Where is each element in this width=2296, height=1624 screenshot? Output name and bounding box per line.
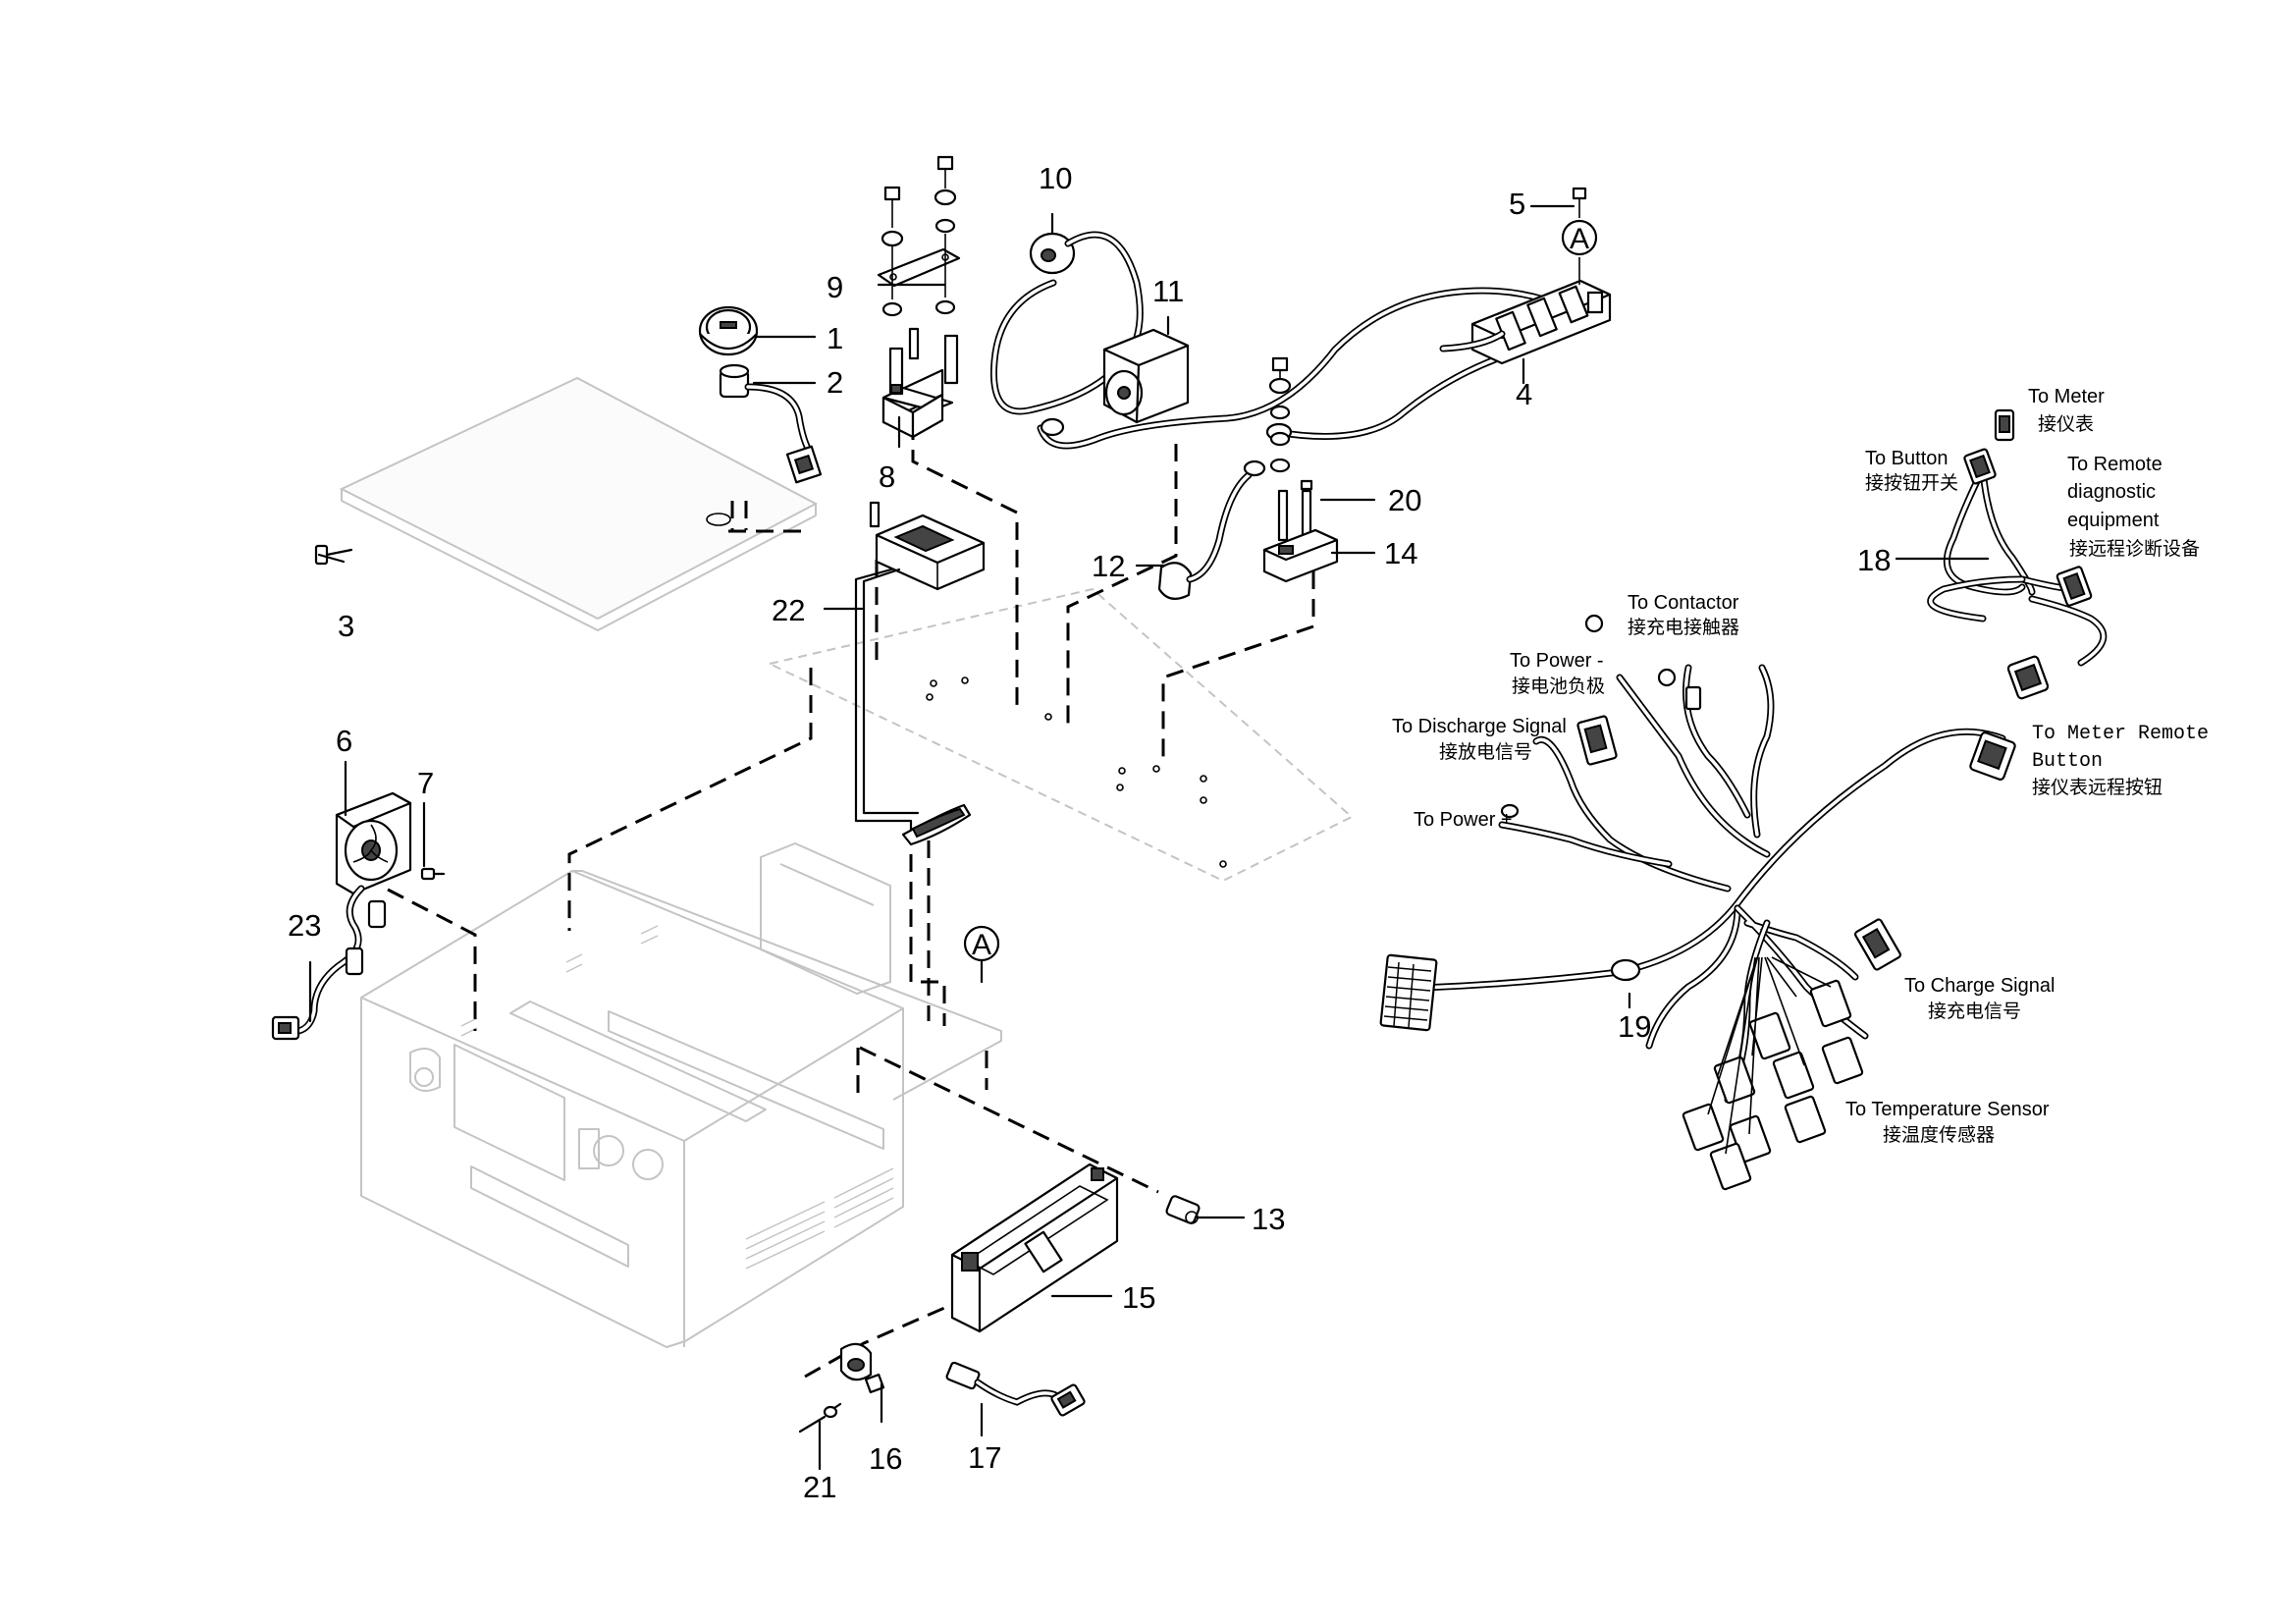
part-number-19: 19 (1618, 1009, 1651, 1044)
label-to-contactor-cn: 接充电接触器 (1628, 617, 1739, 638)
label-to-discharge: To Discharge Signal (1392, 716, 1567, 737)
reference-mark-upper: A (1561, 219, 1598, 256)
cable-ring-10 (989, 231, 1144, 415)
label-to-meter-cn: 接仪表 (2038, 413, 2094, 435)
part-number-4: 4 (1516, 377, 1532, 411)
label-to-power-neg: To Power - (1510, 650, 1604, 672)
part-number-12: 12 (1092, 549, 1125, 583)
signal-harness (945, 1361, 1086, 1417)
assembly-dashed-lines (387, 422, 1315, 1379)
terminal-block (881, 334, 959, 439)
part-number-15: 15 (1122, 1280, 1155, 1315)
fan-harness (271, 885, 387, 1041)
label-to-meter-remote-cn: 接仪表远程按钮 (2032, 777, 2163, 798)
connector-13 (1165, 1195, 1201, 1224)
label-to-contactor: To Contactor (1628, 592, 1739, 614)
part-number-20: 20 (1388, 483, 1421, 517)
part-number-13: 13 (1252, 1202, 1285, 1236)
part-numbers: 1 2 3 4 5 6 7 8 9 10 11 12 13 14 15 16 1… (288, 161, 1891, 1504)
part-number-23: 23 (288, 908, 321, 943)
nuts-washers (881, 155, 957, 360)
label-to-power-neg-cn: 接电池负极 (1512, 676, 1605, 697)
meter-connector-harness (706, 363, 823, 526)
label-to-meter: To Meter (2028, 386, 2105, 407)
part-number-18: 18 (1857, 543, 1891, 577)
part-number-3: 3 (338, 609, 354, 643)
label-to-temperature-cn: 接温度传感器 (1883, 1124, 1995, 1146)
label-to-temperature: To Temperature Sensor (1845, 1099, 2050, 1120)
part-number-22: 22 (772, 593, 805, 627)
part-number-16: 16 (869, 1441, 902, 1476)
meter-wire-harness (1927, 408, 2108, 700)
ghost-battery-box (360, 842, 1002, 1348)
hour-meter-gauge (698, 305, 759, 356)
ghost-cover-plate (339, 376, 819, 631)
label-to-charge: To Charge Signal (1904, 975, 2055, 997)
label-to-meter-remote-1: To Meter Remote (2032, 723, 2209, 745)
part-number-2: 2 (827, 365, 843, 400)
part-number-17: 17 (968, 1440, 1001, 1475)
part-number-10: 10 (1039, 161, 1072, 195)
label-to-remote-2: diagnostic (2067, 481, 2156, 503)
charger-module (950, 1163, 1119, 1333)
part-number-21: 21 (803, 1470, 836, 1504)
part-number-9: 9 (827, 270, 843, 304)
label-to-power-pos: To Power + (1414, 809, 1513, 831)
part-number-11: 11 (1152, 274, 1184, 308)
contactor (1037, 287, 1594, 450)
main-wire-harness (1379, 614, 2016, 1191)
ghost-mounting-plate (769, 588, 1353, 882)
part-number-1: 1 (827, 321, 843, 355)
cable-12-and-block-14 (1157, 356, 1339, 600)
part-number-6: 6 (336, 724, 352, 758)
hall-sensor (839, 1342, 885, 1394)
temp-connectors (1682, 956, 1864, 1191)
part-number-14: 14 (1384, 536, 1417, 570)
callout-labels: To Meter 接仪表 To Button 接按钮开关 To Remote d… (1392, 386, 2209, 1146)
part-number-8: 8 (879, 460, 895, 494)
fuse-holder (1439, 279, 1612, 365)
label-to-meter-remote-2: Button (2032, 750, 2103, 773)
label-to-charge-cn: 接充电信号 (1928, 1001, 2021, 1022)
label-to-remote-3: equipment (2067, 510, 2160, 531)
svg-text:A: A (972, 929, 991, 961)
leader-lines (308, 204, 1990, 1471)
label-to-discharge-cn: 接放电信号 (1439, 741, 1532, 763)
label-to-remote-1: To Remote (2067, 454, 2163, 475)
part-number-5: 5 (1509, 187, 1525, 221)
label-to-button: To Button (1865, 448, 1949, 469)
screw-5 (1572, 187, 1587, 285)
busbar-link (877, 247, 961, 288)
label-to-remote-cn: 接远程诊断设备 (2069, 538, 2200, 560)
part-number-7: 7 (417, 766, 434, 800)
module-harness (854, 568, 972, 846)
label-to-button-cn: 接按钮开关 (1865, 472, 1958, 494)
reference-mark-lower: A (963, 925, 1000, 984)
bms-module (869, 501, 986, 591)
svg-text:A: A (1570, 223, 1589, 255)
fan-screw (420, 867, 446, 881)
ring-terminal (798, 1402, 842, 1434)
cooling-fan (335, 791, 412, 895)
